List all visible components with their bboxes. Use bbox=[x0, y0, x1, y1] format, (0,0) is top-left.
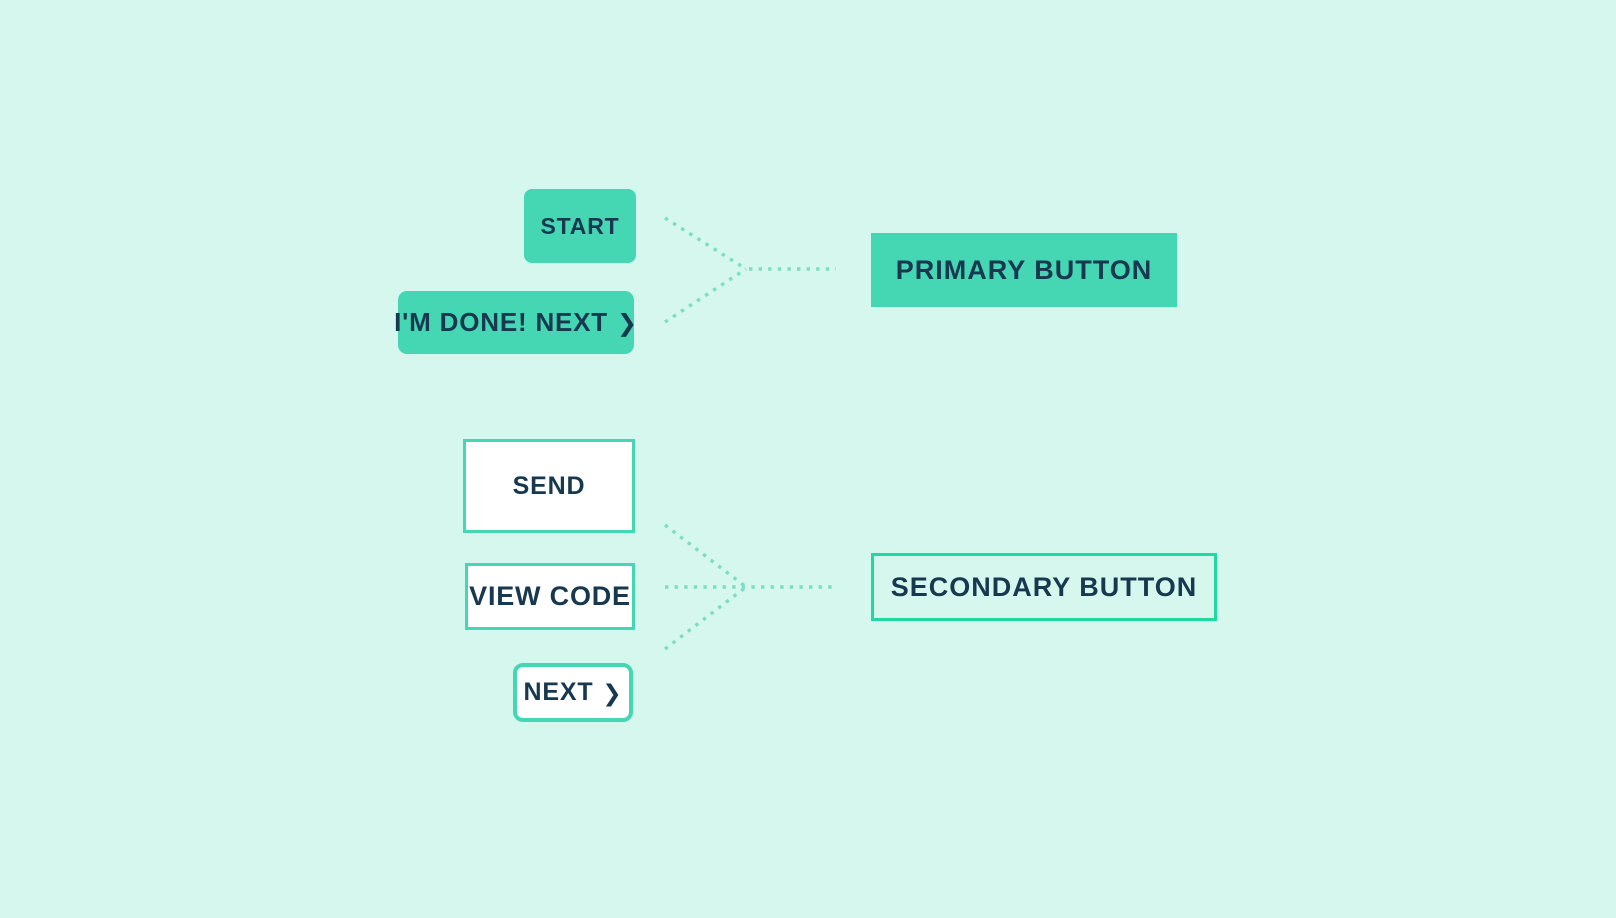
primary-button-label: PRIMARY BUTTON bbox=[895, 254, 1153, 285]
chevron-right-icon: ❯ bbox=[617, 310, 638, 337]
connector-line-start-to-primary bbox=[664, 216, 747, 271]
secondary-button-example[interactable]: SECONDARY BUTTON bbox=[871, 553, 1217, 621]
start-button[interactable]: START bbox=[524, 189, 636, 263]
next-button-label: NEXT bbox=[523, 678, 594, 706]
primary-button-example[interactable]: PRIMARY BUTTON bbox=[871, 233, 1177, 307]
connector-line-imdone-to-primary bbox=[664, 267, 747, 324]
connector-line-send-to-secondary bbox=[663, 523, 748, 589]
view-code-button[interactable]: VIEW CODE bbox=[465, 563, 635, 630]
view-code-button-label: VIEW CODE bbox=[469, 581, 631, 611]
im-done-next-button[interactable]: I'M DONE! NEXT ❯ bbox=[394, 291, 637, 354]
send-button-label: SEND bbox=[512, 471, 586, 500]
chevron-right-icon: ❯ bbox=[602, 680, 623, 706]
secondary-button-label: SECONDARY BUTTON bbox=[890, 571, 1198, 602]
send-button[interactable]: SEND bbox=[463, 439, 635, 533]
im-done-next-button-label: I'M DONE! NEXT bbox=[394, 307, 608, 337]
next-button[interactable]: NEXT ❯ bbox=[513, 663, 633, 722]
connector-line-next-to-secondary bbox=[663, 585, 748, 651]
start-button-label: START bbox=[540, 212, 620, 239]
